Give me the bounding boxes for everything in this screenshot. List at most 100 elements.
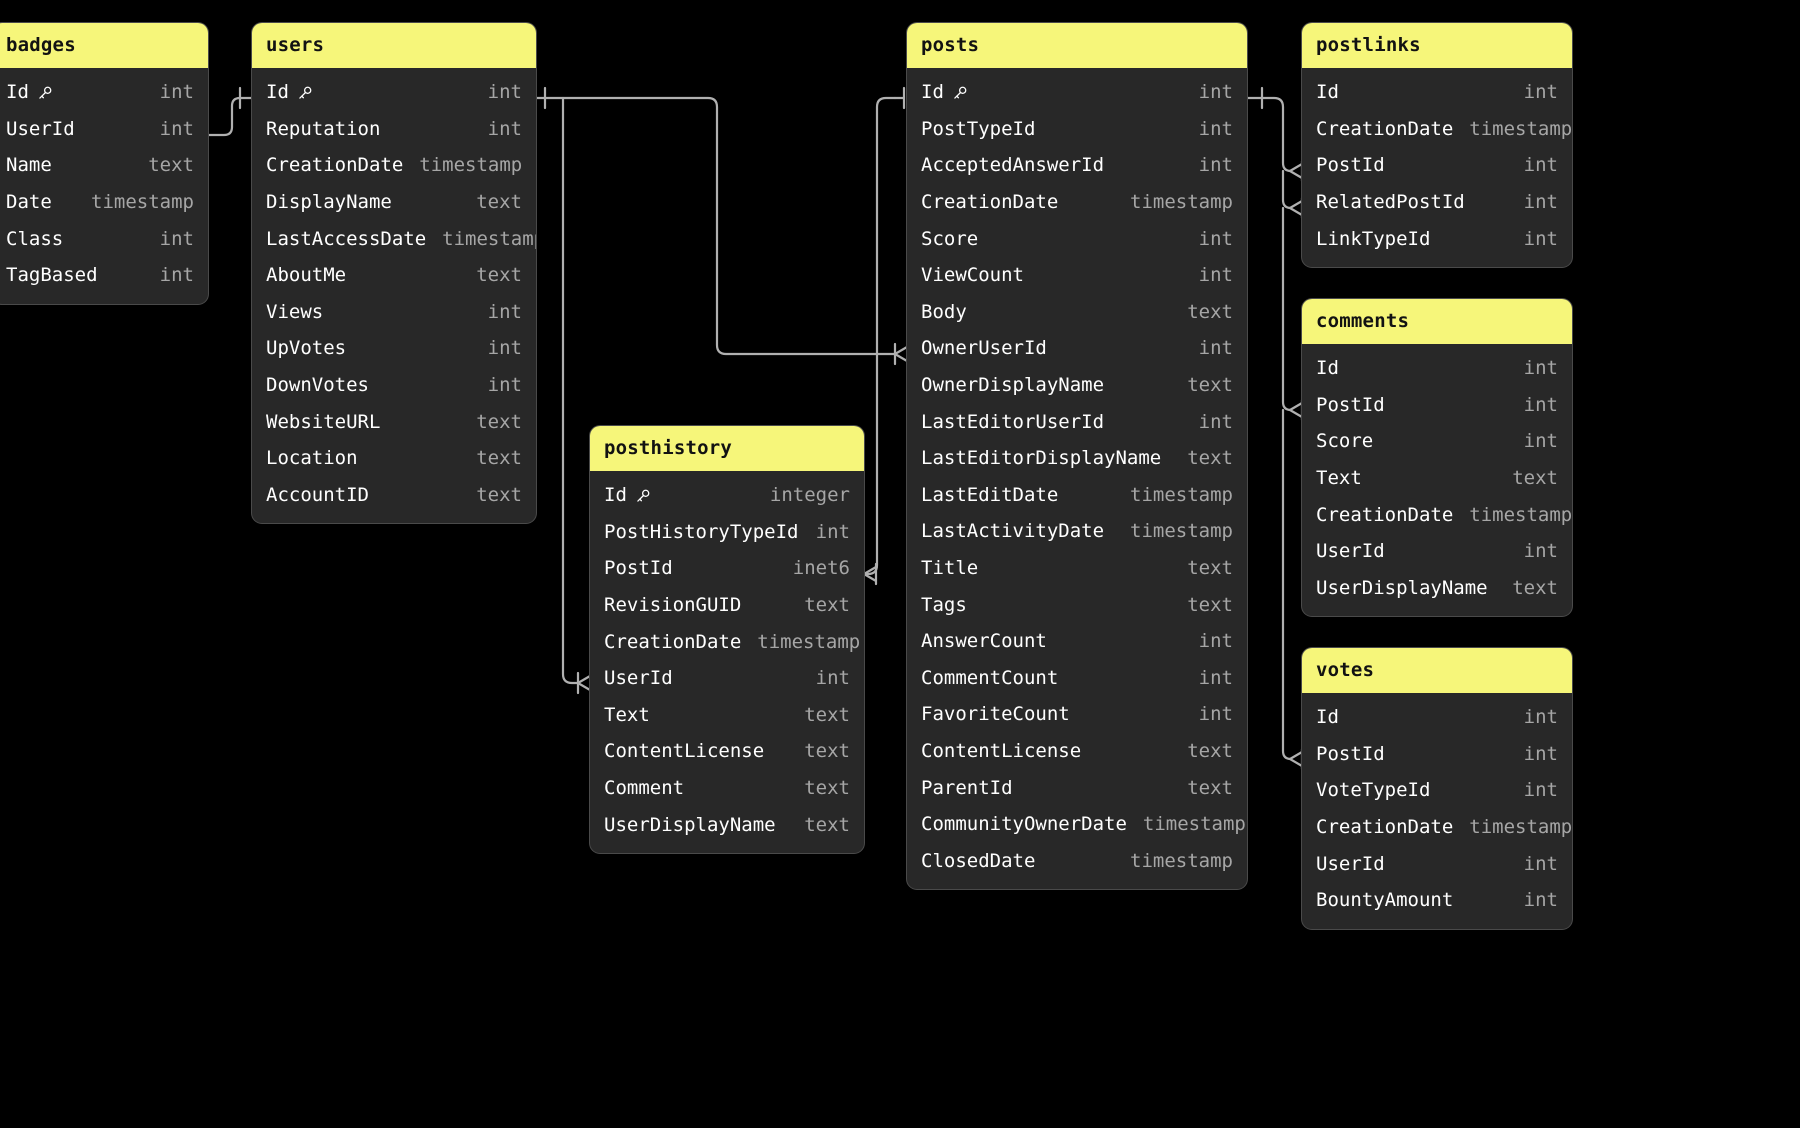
field-name-wrapper: CreationDate [1316,118,1453,140]
field-name-wrapper: CreationDate [266,154,403,176]
field-type: int [1198,337,1233,360]
table-title-comments[interactable]: comments [1302,299,1572,344]
field-name: Views [266,300,324,323]
field-name-wrapper: UserId [604,667,673,689]
field-name: Id [1316,81,1339,104]
field-name-wrapper: UserId [1316,853,1385,875]
field-name-wrapper: Title [921,557,978,579]
table-title-posts[interactable]: posts [907,23,1247,68]
table-title-users[interactable]: users [252,23,536,68]
field-name: Score [1316,430,1374,453]
field-name-wrapper: PostHistoryTypeId [604,521,798,543]
field-name: BountyAmount [1316,889,1454,912]
field-name: LinkTypeId [1316,227,1431,250]
table-title-posthistory[interactable]: posthistory [590,426,864,471]
field-name-wrapper: PostId [1316,394,1385,416]
key-icon [951,85,968,102]
table-title-badges[interactable]: badges [0,23,208,68]
field-name: LastEditorUserId [921,410,1105,433]
field-type: int [1198,117,1233,140]
table-title-postlinks[interactable]: postlinks [1302,23,1572,68]
table-title-votes[interactable]: votes [1302,648,1572,693]
